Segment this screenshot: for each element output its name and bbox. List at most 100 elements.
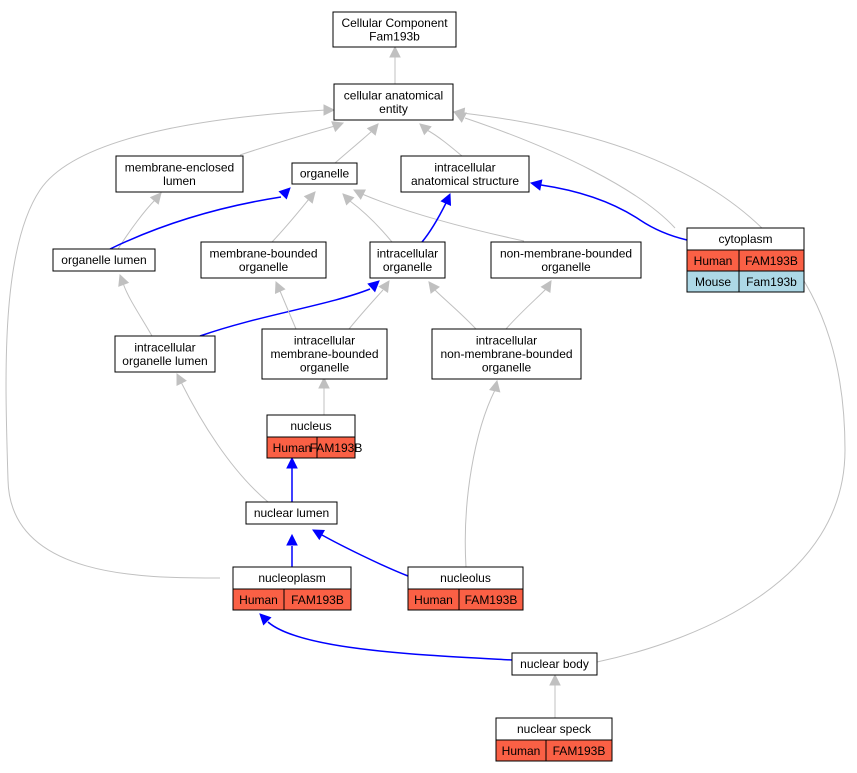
gene-label[interactable]: FAM193B xyxy=(553,744,606,758)
node-box xyxy=(511,652,598,676)
node-label: Cellular Component xyxy=(341,16,448,30)
node-label: cellular anatomical xyxy=(344,88,443,102)
edge xyxy=(389,45,401,84)
edge-line xyxy=(321,534,409,577)
go-term-node-nspeck[interactable]: nuclear speck xyxy=(495,717,613,741)
edge-line xyxy=(421,202,447,243)
gene-cell xyxy=(738,270,805,293)
gene-cell xyxy=(316,436,356,459)
edge-line xyxy=(122,282,153,337)
node-label: organelle xyxy=(239,260,289,274)
go-term-node-nbody[interactable]: nuclear body xyxy=(511,652,598,676)
edge-line xyxy=(540,184,688,241)
node-label: nuclear lumen xyxy=(254,506,329,520)
node-label: membrane-bounded xyxy=(270,347,378,361)
go-term-node-nolus[interactable]: nucleolus xyxy=(407,566,524,590)
edge-line xyxy=(464,117,676,229)
node-label: nucleolus xyxy=(440,571,491,585)
arrowhead xyxy=(366,123,379,136)
arrowhead xyxy=(318,376,330,389)
go-term-node-org[interactable]: organelle xyxy=(291,162,358,185)
arrowhead xyxy=(489,379,501,393)
node-label: nucleoplasm xyxy=(258,571,325,585)
edge xyxy=(312,529,409,577)
node-box xyxy=(245,501,338,525)
edge xyxy=(318,376,330,415)
gene-cell xyxy=(545,739,613,762)
edge xyxy=(419,123,463,157)
node-box xyxy=(261,328,388,380)
edge-line xyxy=(348,289,384,330)
node-label: organelle xyxy=(300,167,350,181)
node-label: intracellular xyxy=(476,334,537,348)
node-label: non-membrane-bounded xyxy=(500,246,632,260)
edge-line xyxy=(271,198,310,243)
edge-line xyxy=(180,381,269,503)
arrowhead xyxy=(286,456,298,469)
node-label: intracellular xyxy=(377,246,438,260)
node-box xyxy=(333,83,454,121)
go-term-node-nlum[interactable]: nuclear lumen xyxy=(245,501,338,525)
go-term-node-olum[interactable]: organelle lumen xyxy=(52,248,156,272)
go-term-node-cyto[interactable]: cytoplasm xyxy=(686,227,805,251)
arrowhead xyxy=(286,533,298,546)
node-label: organelle xyxy=(300,361,350,375)
arrowhead xyxy=(389,45,401,58)
edge xyxy=(274,280,297,330)
edge xyxy=(529,179,688,241)
arrowhead xyxy=(149,192,162,205)
go-term-node-nuc[interactable]: nucleus xyxy=(266,414,356,438)
go-term-node-nplasm[interactable]: nucleoplasm xyxy=(232,566,352,590)
edge-line xyxy=(426,129,463,157)
node-label: membrane-bounded xyxy=(209,246,317,260)
edge xyxy=(5,104,336,579)
edge-line xyxy=(334,130,373,164)
go-term-node-inmbo[interactable]: intracellularnon-membrane-boundedorganel… xyxy=(431,328,582,380)
node-box xyxy=(369,241,446,279)
arrowhead xyxy=(549,673,561,686)
annotation-row-human: Human FAM193B xyxy=(495,739,613,762)
edge xyxy=(109,187,291,250)
gene-label[interactable]: FAM193B xyxy=(291,593,344,607)
species-label: Human xyxy=(502,744,541,758)
edge-line xyxy=(505,288,547,330)
edge-line xyxy=(279,290,297,330)
arrowhead xyxy=(529,179,543,191)
node-box xyxy=(332,11,457,48)
gene-label[interactable]: FAM193B xyxy=(310,441,363,455)
edge-line xyxy=(349,200,393,243)
arrowhead xyxy=(419,123,432,136)
edge-line xyxy=(109,196,282,250)
gene-label[interactable]: FAM193B xyxy=(465,593,518,607)
arrowhead xyxy=(440,192,452,206)
edge xyxy=(342,193,393,243)
gene-label[interactable]: FAM193B xyxy=(745,254,798,268)
edge-line xyxy=(461,112,846,663)
edge xyxy=(117,192,162,250)
gene-cell xyxy=(283,588,352,611)
node-box xyxy=(291,162,358,185)
edge xyxy=(452,107,846,663)
node-box xyxy=(400,155,530,193)
node-label: organelle xyxy=(383,260,433,274)
node-box xyxy=(114,335,216,373)
node-label: intracellular xyxy=(134,340,195,354)
arrowhead xyxy=(278,187,291,200)
gene-label[interactable]: Fam193b xyxy=(746,275,797,289)
